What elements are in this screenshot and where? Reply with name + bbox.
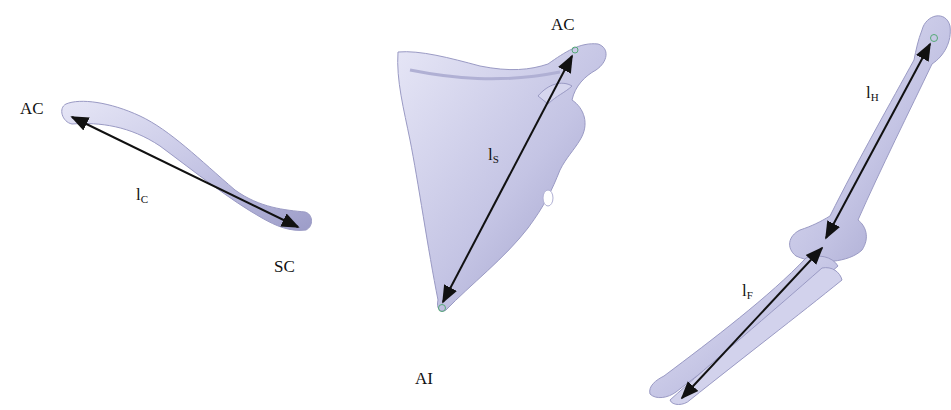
humerus-bone [790,16,951,262]
length-label: lF [742,282,753,301]
joint-marker [931,35,938,42]
clavicle-bone [62,101,312,230]
ulna-bone [650,256,838,398]
scapula-spine [410,70,560,79]
joint-marker [439,305,446,312]
joint-label: AC [20,100,44,119]
joint-label: SC [274,258,295,277]
length-arrow [826,44,930,238]
glenoid [543,190,553,206]
length-label: lC [136,186,148,205]
length-arrow [72,117,298,227]
joint-label: AC [551,16,575,35]
length-arrow [443,56,572,302]
scapula-bone [398,44,606,312]
joint-label: AI [415,370,433,389]
length-label: lS [488,146,499,165]
length-arrow [682,248,822,398]
joint-marker [572,47,578,53]
length-label: lH [866,84,879,103]
